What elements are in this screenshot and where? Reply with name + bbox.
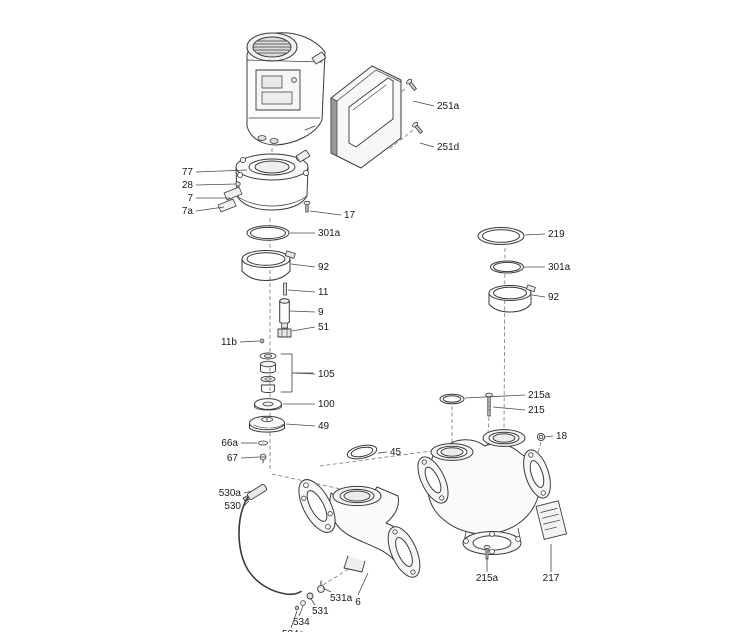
- callout-label-7a: 7a: [182, 206, 194, 217]
- callout-219: 219: [524, 229, 565, 240]
- o-ring-301a-left: [246, 225, 290, 241]
- cover-screw-251a: [406, 78, 417, 91]
- cover-screw-251d: [412, 121, 423, 134]
- front-cover-panel: [330, 65, 402, 169]
- seal-carrier-100: [254, 398, 282, 411]
- impeller-49: [249, 415, 285, 433]
- callout-530: 530: [224, 500, 250, 512]
- callout-label-534a: 534a: [282, 629, 305, 632]
- callout-9: 9: [289, 307, 324, 318]
- callout-label-219: 219: [548, 229, 565, 240]
- sensor-cable: [238, 496, 302, 596]
- callout-label-49: 49: [318, 421, 330, 432]
- callout-531a: 531a: [322, 587, 353, 604]
- callout-215: 215: [492, 405, 545, 416]
- callout-301a-left: 301a: [290, 228, 341, 239]
- callout-18: 18: [544, 431, 568, 442]
- ring-215a-top: [439, 393, 465, 405]
- callout-label-51: 51: [318, 322, 330, 333]
- callout-92-right: 92: [531, 292, 560, 303]
- callout-label-215a-bottom: 215a: [476, 573, 499, 584]
- callout-label-530a: 530a: [219, 488, 242, 499]
- washer-66a: [258, 440, 268, 446]
- motor-assembly: [246, 32, 327, 146]
- callout-label-67: 67: [227, 453, 239, 464]
- clamp-ring-92-left: [241, 250, 296, 281]
- pump-housing-twin: [417, 429, 551, 555]
- screw-17: [303, 200, 311, 213]
- callout-label-301a-right: 301a: [548, 262, 571, 273]
- callout-534a: 534a: [282, 610, 305, 632]
- callout-label-45: 45: [390, 447, 402, 458]
- motor-stool-assembly: [217, 149, 311, 213]
- shaft-9: [279, 298, 290, 329]
- callout-label-531a: 531a: [330, 593, 353, 604]
- callout-215a-top: 215a: [464, 390, 551, 401]
- callout-label-251a: 251a: [437, 101, 460, 112]
- callout-label-251d: 251d: [437, 142, 459, 153]
- callout-11b: 11b: [221, 337, 260, 348]
- callout-label-11: 11: [318, 287, 329, 298]
- plug-18: [536, 432, 546, 442]
- callout-77: 77: [182, 167, 248, 178]
- callout-100: 100: [283, 399, 335, 410]
- callout-label-92-left: 92: [318, 262, 330, 273]
- pin-11b: [259, 338, 265, 344]
- callout-label-215: 215: [528, 405, 545, 416]
- callout-label-105: 105: [318, 369, 335, 380]
- callout-label-18: 18: [556, 431, 568, 442]
- callout-label-11b: 11b: [221, 337, 237, 348]
- callout-215a-bottom: 215a: [476, 558, 499, 584]
- callout-label-215a-top: 215a: [528, 390, 551, 401]
- callout-217: 217: [543, 544, 560, 584]
- drain-plug-cluster: [294, 580, 325, 611]
- callout-label-92-right: 92: [548, 292, 560, 303]
- coupling-51: [277, 328, 292, 338]
- callout-7a: 7a: [182, 206, 225, 217]
- callout-45: 45: [377, 447, 402, 458]
- o-ring-45: [346, 444, 378, 460]
- screw-67: [259, 453, 267, 464]
- callout-label-301a-left: 301a: [318, 228, 341, 239]
- callout-6: 6: [355, 572, 369, 608]
- callout-label-100: 100: [318, 399, 335, 410]
- callout-301a-right: 301a: [524, 262, 571, 273]
- clamp-ring-92-right: [488, 284, 536, 313]
- callout-251a: 251a: [412, 100, 460, 112]
- shaft-seal-105: [259, 352, 314, 393]
- nameplate-217: [535, 500, 567, 540]
- callout-530a: 530a: [219, 488, 253, 499]
- callout-7: 7: [187, 193, 230, 204]
- callout-534: 534: [293, 605, 310, 628]
- ring-219: [477, 227, 525, 245]
- callout-105: 105: [292, 369, 335, 380]
- callout-label-530: 530: [224, 501, 241, 512]
- callout-49: 49: [285, 421, 330, 432]
- pump-housing-single: [298, 479, 421, 578]
- callout-51: 51: [291, 322, 330, 333]
- callout-531: 531: [310, 598, 329, 617]
- callout-label-28: 28: [182, 180, 194, 191]
- callout-label-7: 7: [187, 193, 193, 204]
- pin-11: [283, 282, 288, 296]
- callout-label-77: 77: [182, 167, 194, 178]
- callout-label-6: 6: [355, 597, 361, 608]
- o-ring-301a-right: [490, 260, 524, 274]
- callout-17: 17: [309, 210, 356, 221]
- callout-label-9: 9: [318, 307, 324, 318]
- callout-label-531: 531: [312, 606, 329, 617]
- callout-92-left: 92: [290, 262, 330, 273]
- callout-66a: 66a: [221, 438, 257, 449]
- screw-215: [485, 392, 493, 417]
- callout-label-217: 217: [543, 573, 560, 584]
- callout-label-17: 17: [344, 210, 356, 221]
- callout-11: 11: [287, 287, 329, 298]
- callout-label-534: 534: [293, 617, 310, 628]
- callout-28: 28: [182, 180, 237, 191]
- callout-67: 67: [227, 453, 260, 464]
- callout-label-66a: 66a: [221, 438, 238, 449]
- callout-251d: 251d: [419, 142, 459, 153]
